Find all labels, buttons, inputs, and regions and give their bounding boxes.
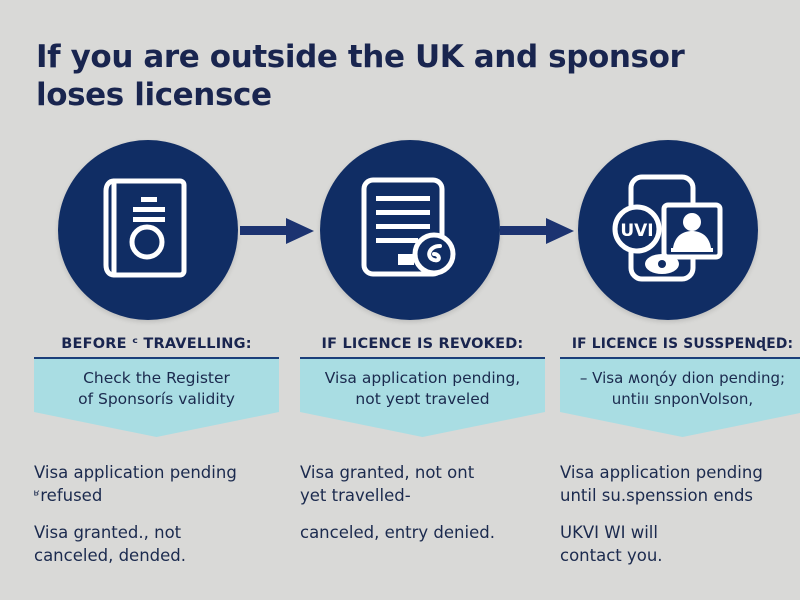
column-3-callout-line-2: untiıı snponVolson, xyxy=(611,390,754,408)
column-3-body: Visa application pending until su.spenss… xyxy=(560,461,800,567)
column-1-paragraph-2: Visa granted., not canceled, dended. xyxy=(34,521,279,567)
column-1-heading-rule xyxy=(34,357,279,359)
step-2-circle xyxy=(320,140,500,320)
column-1-body: Visa application pending ʶrefused Visa g… xyxy=(34,461,279,567)
passport-book-icon xyxy=(100,173,196,288)
column-1-paragraph-1-line-2: ʶrefused xyxy=(34,486,103,505)
column-3-heading: IF LICENCE IS SUSSPENɖED: xyxy=(571,336,794,352)
column-2-heading: IF LICENCE IS REVOKED: xyxy=(321,336,524,352)
column-2-heading-rule xyxy=(300,357,545,359)
column-2-paragraph-2: canceled, entry denied. xyxy=(300,521,545,544)
column-1-paragraph-2-line-1: Visa granted., not xyxy=(34,523,182,542)
column-before-travelling: BEFORE ᶜ TRAVELLING: Check the Register … xyxy=(34,336,279,581)
column-1-paragraph-2-line-2: canceled, dended. xyxy=(34,546,186,565)
column-1-callout-line-2: of Sponsorís validity xyxy=(78,390,235,408)
column-3-heading-rule xyxy=(560,357,800,359)
column-2-callout-line-1: Visa application pending, xyxy=(324,369,521,387)
mobile-ukvi-profile-icon: UVI xyxy=(609,172,727,289)
column-2-body: Visa granted, not ont yet travelled- can… xyxy=(300,461,545,544)
document-seal-icon xyxy=(358,174,462,287)
page-title: If you are outside the UK and sponsor lo… xyxy=(36,38,685,114)
column-2-paragraph-1-line-2: yet travelled- xyxy=(300,486,411,505)
column-3-paragraph-2: UKVI WI will contact you. xyxy=(560,521,800,567)
column-1-paragraph-1: Visa application pending ʶrefused xyxy=(34,461,279,507)
step-1-circle xyxy=(58,140,238,320)
column-3-paragraph-1-line-2: until su.spenssion ends xyxy=(560,486,754,505)
column-1-callout: Check the Register of Sponsorís validity xyxy=(34,359,279,437)
column-licence-suspended: IF LICENCE IS SUSSPENɖED: – Visa ʍoɳóy d… xyxy=(560,336,800,581)
column-1-heading: BEFORE ᶜ TRAVELLING: xyxy=(61,336,252,352)
column-3-paragraph-1: Visa application pending until su.spenss… xyxy=(560,461,800,507)
svg-text:UVI: UVI xyxy=(620,221,653,241)
page-title-line-1: If you are outside the UK and sponsor xyxy=(36,39,685,75)
column-2-paragraph-1: Visa granted, not ont yet travelled- xyxy=(300,461,545,507)
column-1-callout-line-1: Check the Register xyxy=(83,369,230,387)
arrow-step-2-to-3 xyxy=(500,216,578,246)
page-title-line-2: loses licensce xyxy=(36,77,272,113)
column-licence-revoked: IF LICENCE IS REVOKED: Visa application … xyxy=(300,336,545,558)
column-3-paragraph-1-line-1: Visa application pending xyxy=(560,463,763,482)
column-2-callout-line-2: not yeɒt traveled xyxy=(355,390,490,408)
column-2-callout: Visa application pending, not yeɒt trave… xyxy=(300,359,545,437)
column-3-paragraph-2-line-2: contact you. xyxy=(560,546,663,565)
column-3-callout-line-1: – Visa ʍoɳóy dion pending; xyxy=(579,369,786,387)
column-3-paragraph-2-line-1: UKVI WI will xyxy=(560,523,658,542)
column-2-paragraph-2-line-1: canceled, entry denied. xyxy=(300,523,495,542)
column-2-paragraph-1-line-1: Visa granted, not ont xyxy=(300,463,475,482)
arrow-step-1-to-2 xyxy=(240,216,318,246)
step-icon-row: UVI xyxy=(0,140,800,320)
columns-row: BEFORE ᶜ TRAVELLING: Check the Register … xyxy=(0,336,800,586)
column-3-callout: – Visa ʍoɳóy dion pending; untiıı snponV… xyxy=(560,359,800,437)
column-1-paragraph-1-line-1: Visa application pending xyxy=(34,463,237,482)
step-3-circle: UVI xyxy=(578,140,758,320)
